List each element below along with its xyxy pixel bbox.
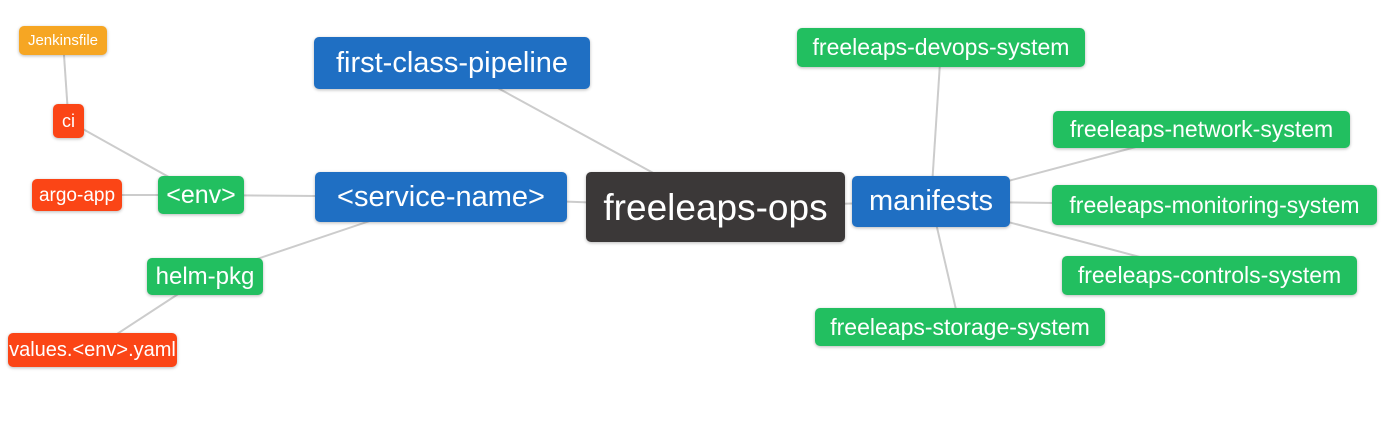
node-label: first-class-pipeline xyxy=(335,46,569,79)
node-label: manifests xyxy=(868,185,994,217)
node-service-name[interactable]: <service-name> xyxy=(315,172,567,222)
node-freeleaps-monitoring-system[interactable]: freeleaps-monitoring-system xyxy=(1052,185,1377,225)
node-label: <service-name> xyxy=(337,180,545,213)
node-label: freeleaps-ops xyxy=(603,186,828,228)
node-label: argo-app xyxy=(38,184,116,206)
node-label: <env> xyxy=(166,180,236,209)
node-values-env-yaml[interactable]: values.<env>.yaml xyxy=(8,333,177,367)
node-freeleaps-devops-system[interactable]: freeleaps-devops-system xyxy=(797,28,1085,67)
node-label: values.<env>.yaml xyxy=(9,339,176,361)
node-freeleaps-network-system[interactable]: freeleaps-network-system xyxy=(1053,111,1350,148)
node-freeleaps-storage-system[interactable]: freeleaps-storage-system xyxy=(815,308,1105,346)
node-label: freeleaps-network-system xyxy=(1069,116,1334,142)
node-ci[interactable]: ci xyxy=(53,104,84,138)
node-first-class-pipeline[interactable]: first-class-pipeline xyxy=(314,37,590,89)
node-label: freeleaps-monitoring-system xyxy=(1069,191,1360,218)
node-jenkinsfile[interactable]: Jenkinsfile xyxy=(19,26,107,55)
node-argo-app[interactable]: argo-app xyxy=(32,179,122,211)
node-label: freeleaps-devops-system xyxy=(812,34,1070,60)
node-freeleaps-controls-system[interactable]: freeleaps-controls-system xyxy=(1062,256,1357,295)
node-label: freeleaps-storage-system xyxy=(830,313,1090,340)
node-helm-pkg[interactable]: helm-pkg xyxy=(147,258,263,295)
node-manifests[interactable]: manifests xyxy=(852,176,1010,227)
node-label: freeleaps-controls-system xyxy=(1077,262,1342,288)
node-label: Jenkinsfile xyxy=(27,32,99,49)
node-freeleaps-ops[interactable]: freeleaps-ops xyxy=(586,172,845,242)
node-label: ci xyxy=(62,111,75,131)
node-env[interactable]: <env> xyxy=(158,176,244,214)
node-label: helm-pkg xyxy=(155,262,255,290)
edge-manifests-freeleaps-devops-system xyxy=(930,47,942,202)
